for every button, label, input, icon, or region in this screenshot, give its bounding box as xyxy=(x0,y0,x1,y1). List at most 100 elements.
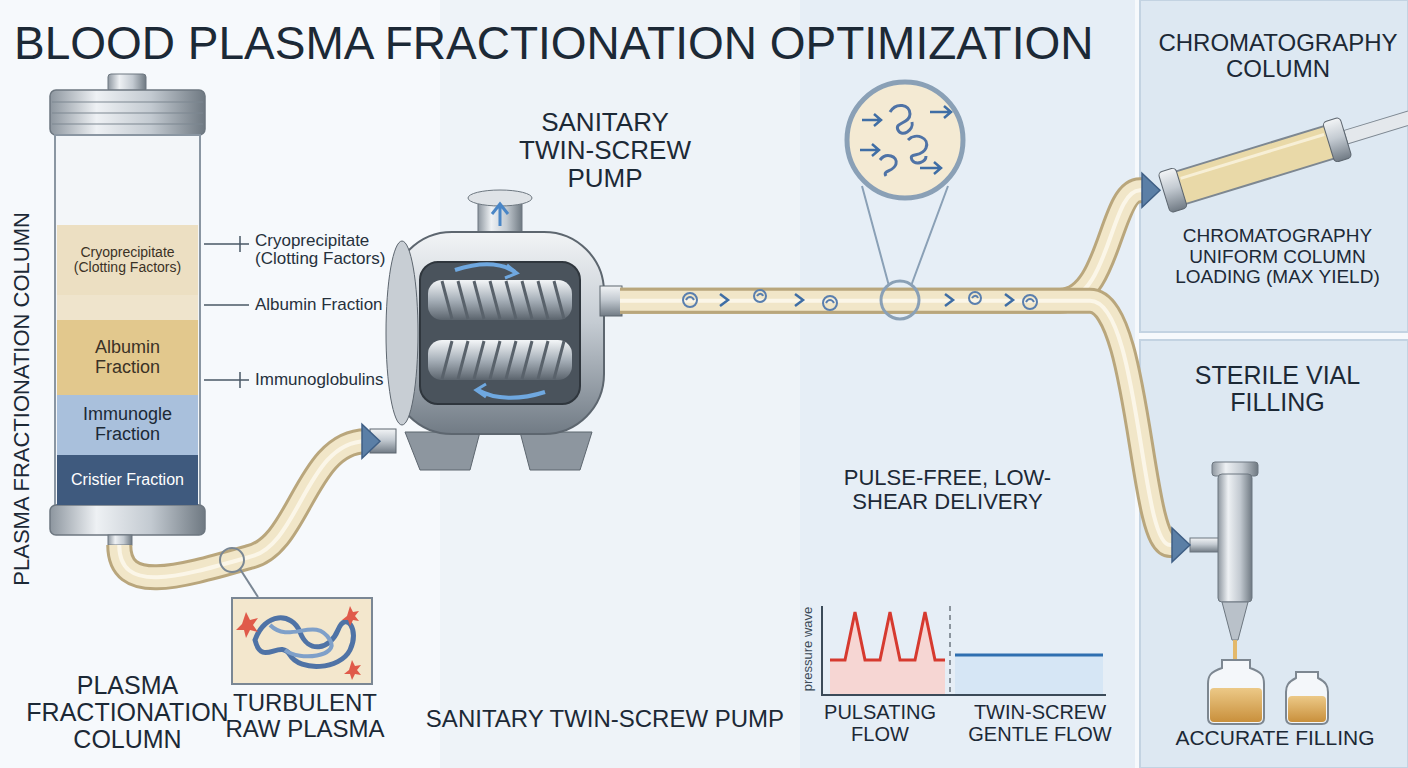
raw-plasma-lens-part xyxy=(240,569,258,597)
diagram-label: pressure wave xyxy=(801,589,815,709)
pump-illustration-part xyxy=(492,204,508,226)
diagram-label: PULSATING FLOW xyxy=(815,702,945,745)
vial-filling-station: STERILE VIAL FILLINGACCURATE FILLING xyxy=(1190,460,1340,720)
tube-wall xyxy=(620,301,1176,545)
raw-plasma-lens xyxy=(220,548,258,597)
diagram-title: BLOOD PLASMA FRACTIONATION OPTIMIZATION xyxy=(14,20,1134,66)
pressure-chart-part xyxy=(955,654,1103,657)
tube-highlight xyxy=(620,190,1146,301)
column-illustration-part xyxy=(52,102,203,124)
pump-illustration xyxy=(370,190,622,470)
node-heading: Cristier Fraction xyxy=(57,455,198,505)
pressure-chart-part xyxy=(955,655,1103,695)
diagram-label: PLASMA FRACTIONATION COLUMN xyxy=(10,119,34,679)
diagram-label: TWIN-SCREW GENTLE FLOW xyxy=(960,702,1120,745)
filling-panel xyxy=(1140,340,1408,768)
pressure-chart-part xyxy=(830,612,945,695)
column-illustration-part xyxy=(50,90,205,135)
callout-leaders-part xyxy=(204,372,249,388)
twin-screw-pump: SANITARY TWIN-SCREW PUMP xyxy=(380,215,620,475)
magnifier-part xyxy=(890,105,912,133)
chromatography-column-illustration-part xyxy=(1169,124,1342,206)
pump-illustration-part xyxy=(442,341,564,379)
magnifier-part xyxy=(860,106,951,174)
pump-illustration-part xyxy=(600,286,622,316)
protein-particles-part xyxy=(969,292,981,304)
diagram-label: Immunoglobulins xyxy=(255,371,405,389)
vial-filler-illustration-part xyxy=(1210,688,1262,722)
protein-particles-part xyxy=(754,290,766,302)
tube-highlight xyxy=(620,301,1176,545)
callout-leaders-part xyxy=(204,304,249,306)
protein-particles-part xyxy=(823,296,837,310)
fraction-band: Immunogle Fraction xyxy=(57,395,198,455)
chromatography-column-illustration-part xyxy=(1181,134,1324,178)
fractionation-column: PLASMA FRACTIONATION COLUMNCryoprecipita… xyxy=(45,90,210,545)
magnifier-part xyxy=(880,156,896,176)
pump-illustration-part xyxy=(476,384,486,397)
node-caption: ACCURATE FILLING xyxy=(1155,727,1395,750)
chromatography-column: CHROMATOGRAPHY COLUMN xyxy=(1160,120,1345,210)
protein-particles-part xyxy=(1023,295,1037,309)
node-heading: STERILE VIAL FILLING xyxy=(1160,362,1395,416)
vial-filler-illustration-part xyxy=(1222,602,1248,640)
protein-particles-part xyxy=(1026,299,1034,302)
turbulent-inset-part xyxy=(236,612,258,638)
turbulent-inset-part xyxy=(232,598,372,684)
flow-chevrons xyxy=(720,294,1013,306)
pump-illustration-part xyxy=(428,280,572,320)
column-illustration-part xyxy=(50,505,205,535)
pump-illustration-part xyxy=(392,232,604,434)
pump-illustration-part xyxy=(405,432,480,470)
vial-filler-illustration-part xyxy=(1218,474,1252,602)
diagram-label: SANITARY TWIN-SCREW PUMP xyxy=(415,706,795,732)
protein-particles xyxy=(683,290,1037,310)
chromatography-column-illustration-part xyxy=(1322,117,1351,162)
pressure-chart-part xyxy=(949,606,951,695)
magnifier-part xyxy=(881,281,919,319)
column-illustration-part xyxy=(57,295,198,320)
chromatography-column-illustration xyxy=(1158,94,1408,213)
turbulent-inset xyxy=(232,598,372,684)
protein-particles-part xyxy=(683,293,697,307)
node-heading: Immunogle Fraction xyxy=(57,395,198,455)
magnifier-part xyxy=(908,136,927,163)
plasma-tube xyxy=(620,301,1190,562)
node-heading: Cryoprecipitate (Clotting Factors) xyxy=(57,225,198,295)
pump-illustration-part xyxy=(442,281,564,319)
flow-chevrons-part xyxy=(720,294,728,306)
fraction-band: Cryoprecipitate (Clotting Factors) xyxy=(57,225,198,295)
callout-leaders xyxy=(204,236,249,388)
node-heading: Albumin Fraction xyxy=(57,320,198,395)
fraction-band: Albumin Fraction xyxy=(57,320,198,395)
chromatography-panel xyxy=(1140,0,1408,332)
diagram-label: Albumin Fraction xyxy=(255,296,405,314)
tube-fluid xyxy=(620,301,1176,545)
flow-chevrons-part xyxy=(795,294,803,306)
diagram-label: TURBULENT RAW PLASMA xyxy=(220,690,390,742)
pressure-chart xyxy=(822,606,1106,695)
flow-chevrons-part xyxy=(945,294,953,306)
column-illustration-part xyxy=(108,535,132,545)
vial-filler-illustration-part xyxy=(1208,660,1264,724)
diagram-label: Cryoprecipitate (Clotting Factors) xyxy=(255,232,390,269)
protein-particles-part xyxy=(972,296,978,298)
arrow-head xyxy=(1142,173,1160,207)
fraction-band: Cristier Fraction xyxy=(57,455,198,505)
turbulent-inset-part xyxy=(270,625,332,656)
arrow-head xyxy=(362,424,380,458)
pump-illustration-part xyxy=(478,390,545,398)
raw-plasma-lens-part xyxy=(220,548,244,572)
arrow-head xyxy=(1172,528,1190,562)
column-illustration-part xyxy=(55,135,200,505)
protein-particles-part xyxy=(686,297,694,300)
pump-illustration-part xyxy=(520,432,592,470)
pump-illustration-part xyxy=(386,241,418,425)
protein-particles-part xyxy=(757,294,763,296)
magnifier-part xyxy=(847,82,963,198)
vial-filler-illustration-part xyxy=(1288,696,1326,722)
pump-illustration-part xyxy=(455,264,515,272)
right-band xyxy=(800,0,1135,768)
